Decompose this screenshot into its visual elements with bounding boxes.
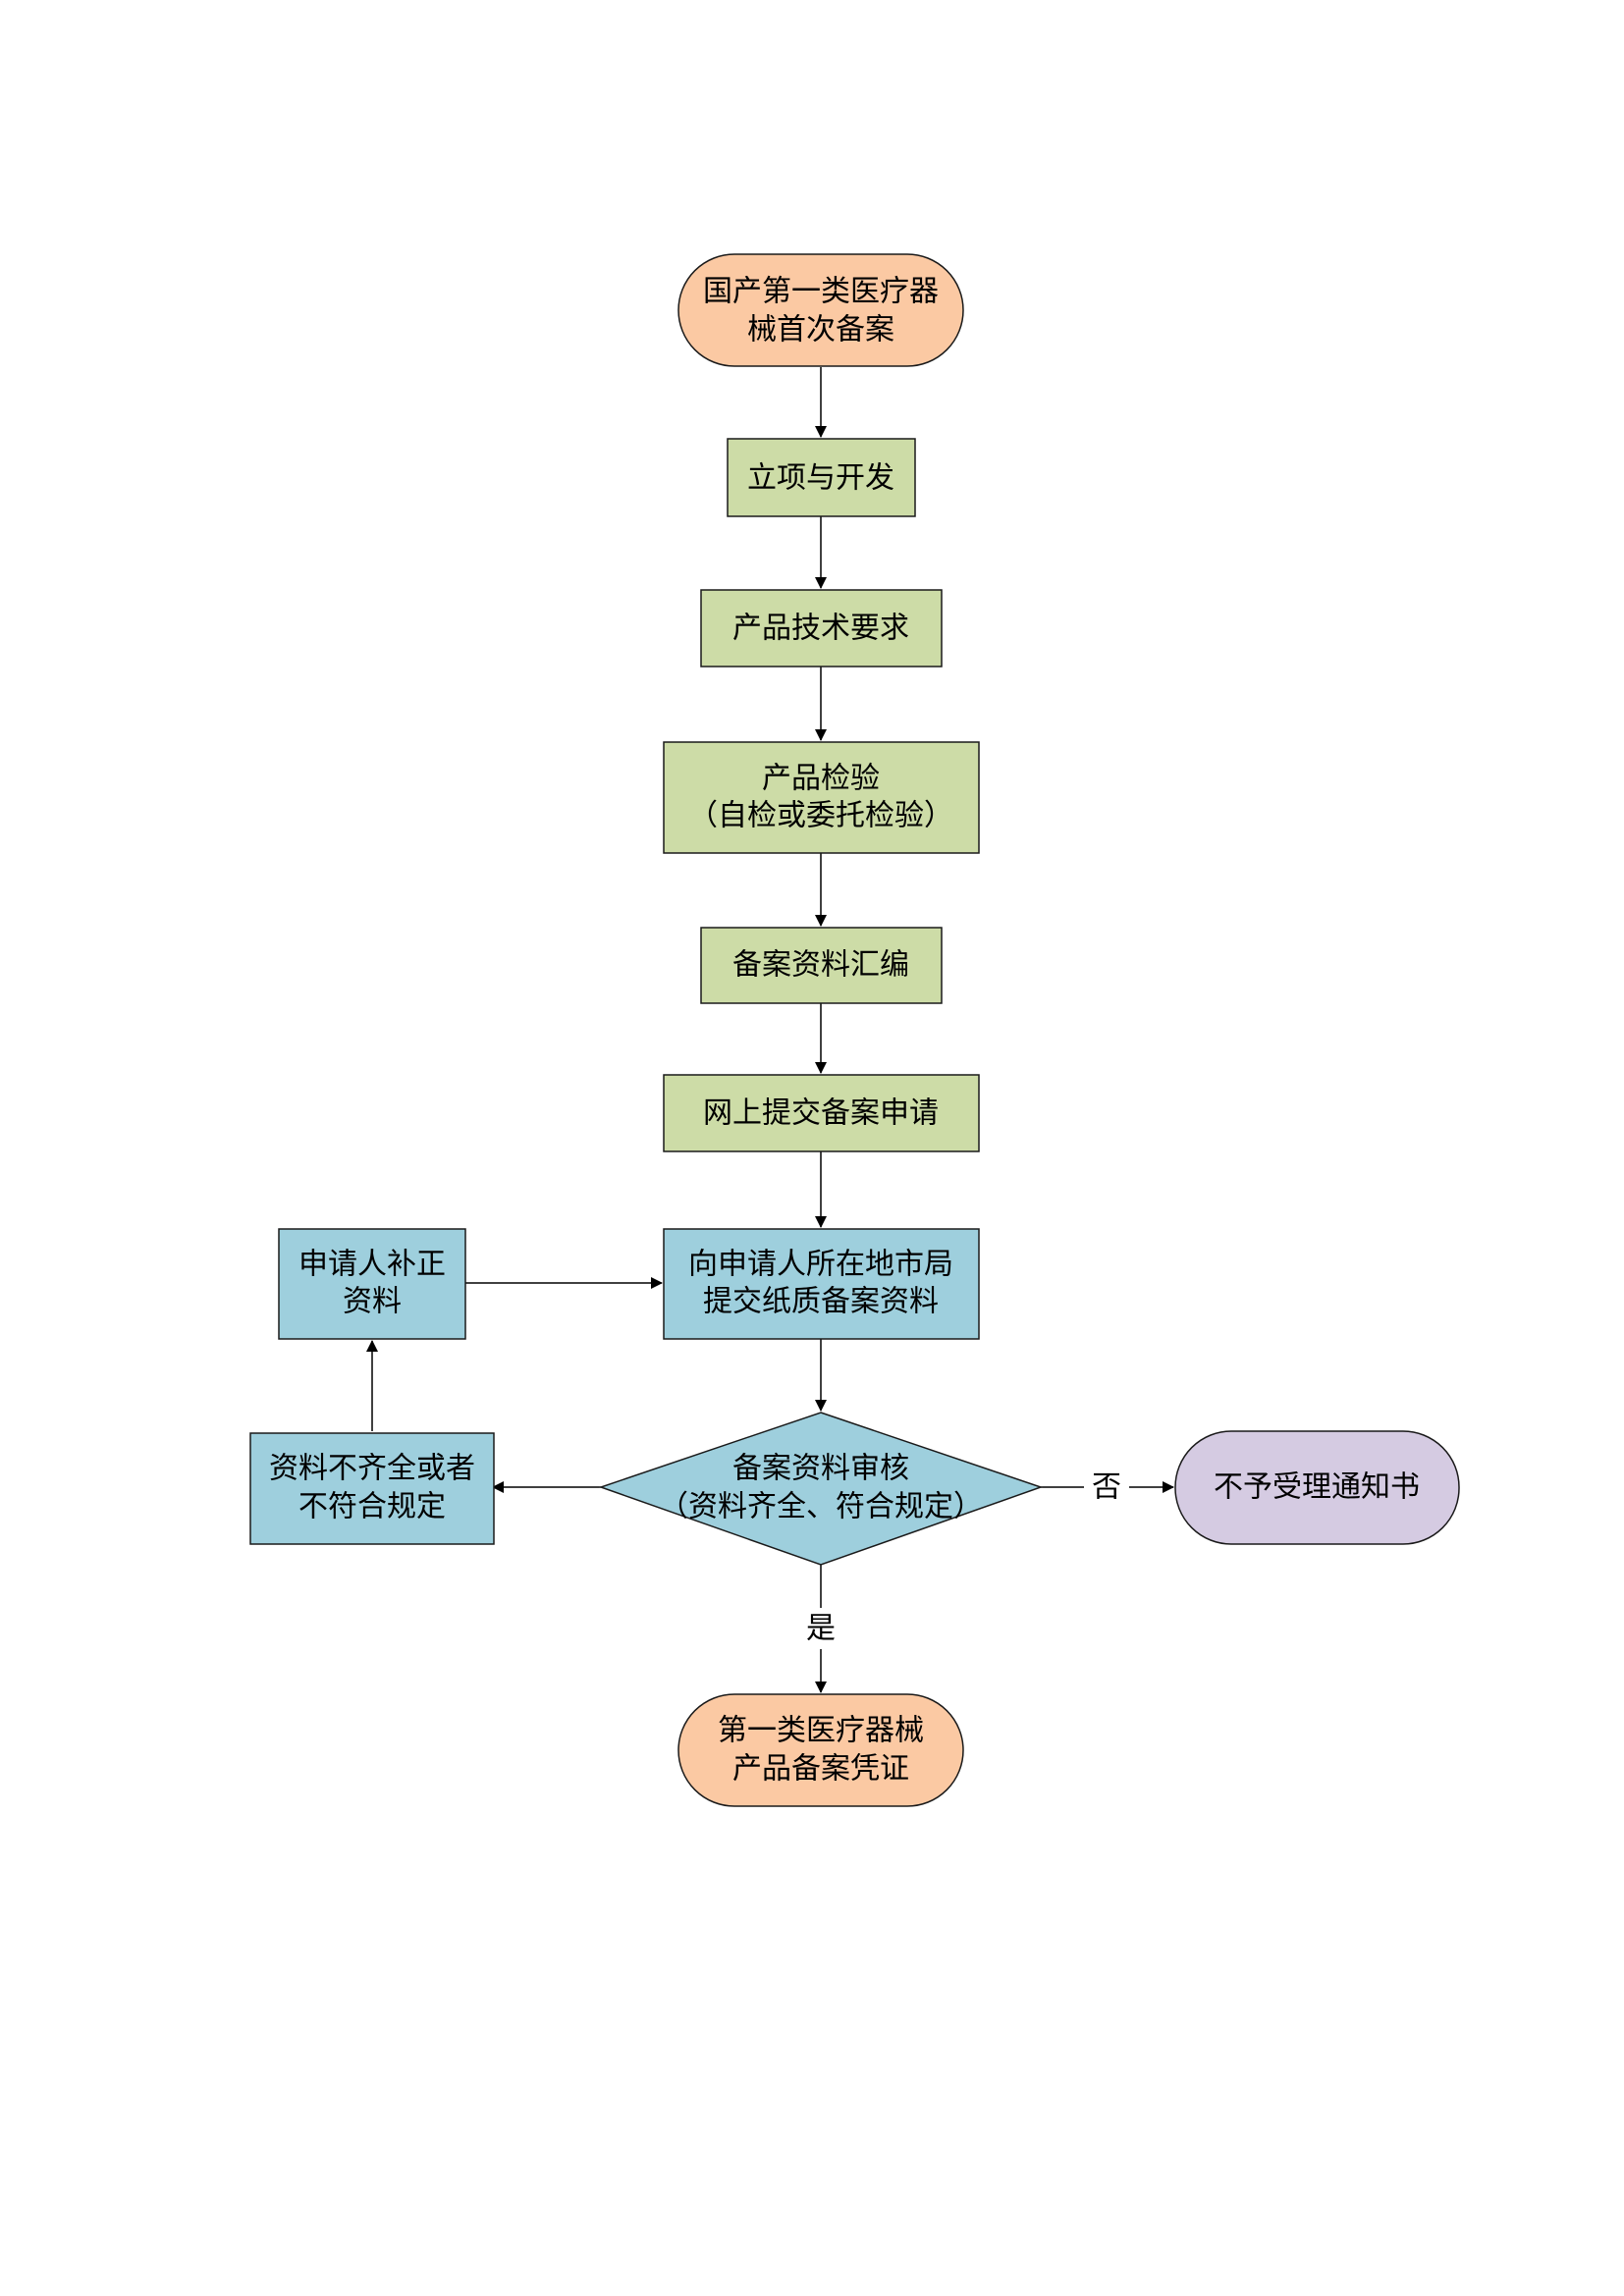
node-compile: 备案资料汇编 (700, 927, 943, 1004)
compile-box (700, 927, 943, 1004)
node-certificate: 第一类医疗器械 产品备案凭证 (677, 1693, 964, 1807)
tech-req-box (700, 589, 943, 667)
inspection-box (663, 741, 980, 854)
node-supplement: 申请人补正 资料 (278, 1228, 466, 1340)
node-tech-req: 产品技术要求 (700, 589, 943, 667)
review-diamond (598, 1412, 1044, 1566)
review-line-1: 备案资料审核 (732, 1452, 909, 1486)
edge-label-no: 否 (1092, 1470, 1121, 1505)
node-review: 备案资料审核 （资料齐全、符合规定） (598, 1412, 1044, 1566)
certificate-line-2: 产品备案凭证 (732, 1752, 909, 1787)
review-line-2: （资料齐全、符合规定） (659, 1490, 983, 1524)
edge-label-yes: 是 (806, 1612, 836, 1646)
online-label: 网上提交备案申请 (703, 1096, 939, 1131)
start-line-1: 国产第一类医疗器 (703, 275, 939, 309)
start-terminal-shape (677, 253, 964, 367)
inspection-line-1: 产品检验 (762, 762, 880, 796)
certificate-line-1: 第一类医疗器械 (718, 1714, 924, 1748)
inspection-line-2: （自检或委托检验） (688, 799, 953, 833)
reject-label: 不予受理通知书 (1214, 1470, 1420, 1505)
project-label: 立项与开发 (747, 461, 894, 496)
supplement-line-1: 申请人补正 (298, 1248, 446, 1282)
supplement-box (278, 1228, 466, 1340)
node-project: 立项与开发 (727, 438, 916, 517)
project-box (727, 438, 916, 517)
node-submit-paper: 向申请人所在地市局 提交纸质备案资料 (663, 1228, 980, 1340)
incomplete-box (249, 1432, 495, 1545)
node-inspection: 产品检验 （自检或委托检验） (663, 741, 980, 854)
submit-paper-line-1: 向申请人所在地市局 (688, 1248, 953, 1282)
node-reject: 不予受理通知书 (1174, 1430, 1460, 1545)
online-box (663, 1074, 980, 1152)
incomplete-line-2: 不符合规定 (298, 1490, 446, 1524)
start-line-2: 械首次备案 (747, 313, 894, 347)
submit-paper-box (663, 1228, 980, 1340)
node-start: 国产第一类医疗器 械首次备案 (677, 253, 964, 367)
edges (366, 367, 1174, 1693)
supplement-line-2: 资料 (343, 1285, 402, 1319)
submit-paper-line-2: 提交纸质备案资料 (703, 1285, 939, 1319)
certificate-terminal-shape (677, 1693, 964, 1807)
incomplete-line-1: 资料不齐全或者 (269, 1452, 475, 1486)
compile-label: 备案资料汇编 (732, 948, 909, 983)
node-incomplete: 资料不齐全或者 不符合规定 (249, 1432, 495, 1545)
reject-terminal-shape (1174, 1430, 1460, 1545)
tech-req-label: 产品技术要求 (732, 612, 909, 646)
node-online: 网上提交备案申请 (663, 1074, 980, 1152)
